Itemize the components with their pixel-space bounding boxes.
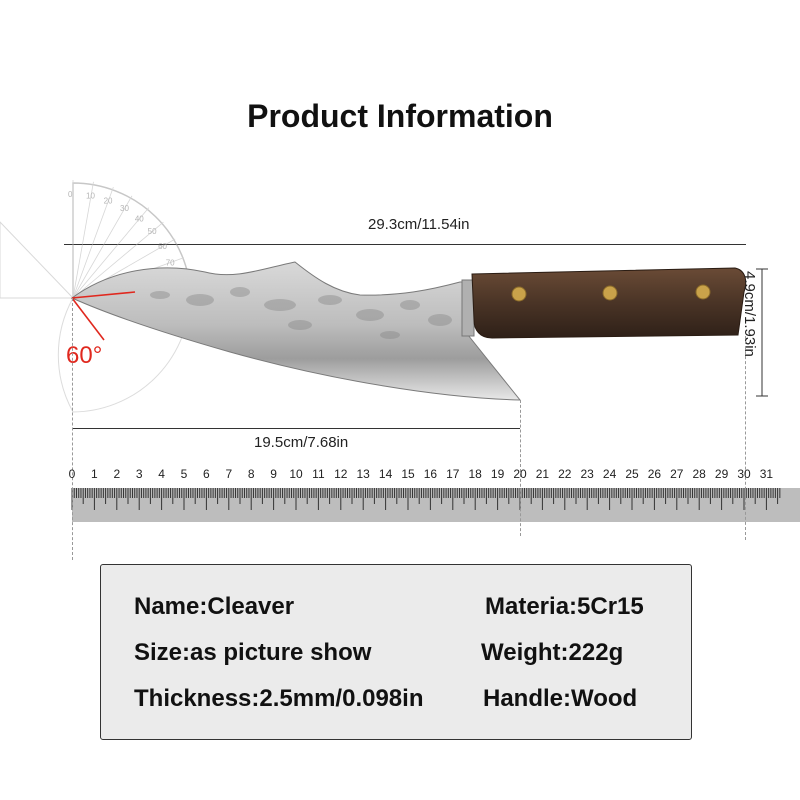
height-dimension — [756, 268, 768, 397]
ruler — [71, 488, 800, 522]
ruler-label: 3 — [135, 467, 143, 481]
ruler-label: 25 — [625, 467, 639, 481]
total-length-label: 29.3cm/11.54in — [368, 216, 470, 233]
protractor-label: 70 — [166, 258, 175, 267]
height-label: 4.9cm/1.93in — [741, 271, 758, 357]
ruler-label: 10 — [289, 467, 303, 481]
ruler-label: 27 — [670, 467, 684, 481]
ruler-label: 18 — [468, 467, 482, 481]
handle — [471, 267, 747, 339]
spec-thickness: Thickness:2.5mm/0.098in — [134, 685, 424, 712]
spec-name: Name:Cleaver — [134, 593, 295, 620]
ruler-label: 19 — [490, 467, 505, 481]
ruler-label: 8 — [247, 467, 255, 481]
spec-handle: Handle:Wood — [483, 685, 638, 712]
ruler-label: 16 — [423, 467, 438, 481]
ruler-label: 7 — [225, 467, 233, 481]
ruler-label: 12 — [334, 467, 348, 481]
ruler-label: 0 — [68, 467, 76, 481]
ruler-label: 26 — [647, 467, 662, 481]
blade-length-line — [72, 428, 520, 429]
angle-indicator — [71, 291, 136, 341]
hammered-texture — [150, 287, 452, 339]
rivets — [511, 284, 711, 302]
blade — [71, 261, 522, 401]
spec-material: Materia:5Cr15 — [485, 593, 644, 620]
protractor-label: 20 — [104, 196, 113, 205]
ruler-label: 1 — [91, 467, 98, 481]
ruler-label: 6 — [203, 467, 210, 481]
ruler-label: 30 — [737, 467, 751, 481]
ruler-label: 14 — [378, 467, 393, 481]
ruler-label: 17 — [446, 467, 460, 481]
ruler-label: 21 — [535, 467, 550, 481]
spec-size: Size:as picture show — [134, 639, 372, 666]
ruler-label: 22 — [558, 467, 572, 481]
protractor-label: 40 — [135, 214, 144, 223]
ruler-label: 28 — [692, 467, 706, 481]
ruler-label: 24 — [602, 467, 617, 481]
ruler-label: 2 — [113, 467, 121, 481]
ruler-blade-marker — [520, 400, 521, 536]
protractor-ray — [72, 207, 150, 299]
ruler-label: 13 — [356, 467, 370, 481]
total-length-line — [64, 244, 746, 245]
ruler-label: 23 — [580, 467, 594, 481]
protractor-label: 30 — [120, 204, 129, 213]
protractor-label: 0 — [68, 190, 73, 199]
protractor-ray — [72, 186, 114, 299]
protractor-label: 50 — [148, 227, 157, 236]
ruler-total-marker — [745, 336, 746, 540]
ruler-label: 11 — [312, 467, 325, 481]
protractor-ray — [72, 221, 164, 299]
ruler-zero-marker — [72, 298, 73, 560]
ruler-label: 31 — [759, 467, 774, 481]
protractor-label: 60 — [158, 242, 167, 251]
ruler-label: 29 — [714, 467, 729, 481]
ruler-label: 4 — [158, 467, 165, 481]
ruler-label: 20 — [513, 467, 527, 481]
blade-length-label: 19.5cm/7.68in — [254, 434, 349, 451]
protractor-ray — [72, 195, 133, 299]
ruler-label: 9 — [270, 467, 277, 481]
spec-box: Name:Cleaver Materia:5Cr15 Size:as pictu… — [100, 564, 692, 740]
ruler-label: 5 — [180, 467, 188, 481]
spec-weight: Weight:222g — [481, 639, 624, 666]
protractor-label: 10 — [86, 192, 95, 201]
ruler-label: 15 — [401, 467, 415, 481]
protractor-ray — [72, 181, 94, 299]
page-title: Product Information — [247, 98, 553, 134]
